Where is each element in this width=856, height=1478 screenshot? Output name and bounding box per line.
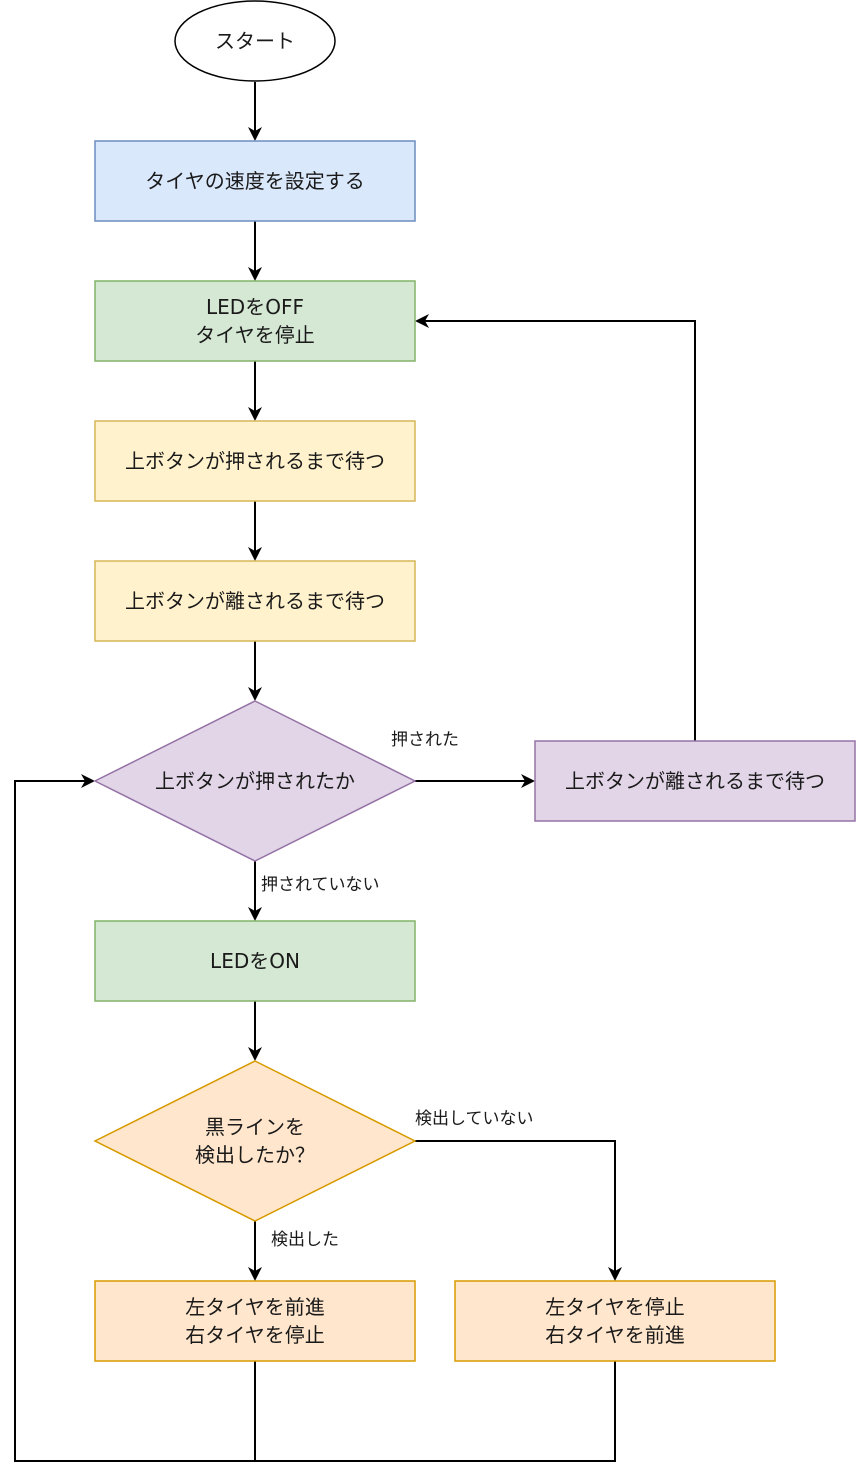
- left-stop-label: 左タイヤを停止 右タイヤを前進: [545, 1295, 685, 1347]
- edge-loop-back-to-led-off: [415, 314, 696, 741]
- wait-release-node: [94, 560, 416, 642]
- led-off-node: [94, 280, 416, 362]
- set-speed-node: [94, 140, 416, 222]
- led-on-label: LEDをON: [210, 949, 300, 973]
- check-pressed-label: 上ボタンが押されたか: [155, 769, 355, 793]
- led-off-label: LEDをOFF タイヤを停止: [195, 295, 315, 347]
- edge-label-pressed: 押された: [391, 730, 459, 750]
- wait-press-node: [94, 420, 416, 502]
- wait-press-label: 上ボタンが押されるまで待つ: [125, 449, 385, 473]
- wait-release-2-node: [534, 740, 856, 822]
- left-forward-label: 左タイヤを前進 右タイヤを停止: [185, 1295, 325, 1347]
- start-node: [174, 0, 336, 82]
- left-stop-node: [454, 1280, 776, 1362]
- check-line-node: [93, 1060, 417, 1222]
- edge-left-stop-loop: [255, 1361, 616, 1462]
- edge-label-not-detected: 検出していない: [415, 1109, 534, 1129]
- wait-release-label: 上ボタンが離されるまで待つ: [125, 589, 385, 613]
- edge-label-not-pressed: 押されていない: [261, 875, 380, 895]
- led-on-node: [94, 920, 416, 1002]
- set-speed-label: タイヤの速度を設定する: [145, 169, 365, 193]
- check-pressed-node: [93, 700, 417, 862]
- start-label: スタート: [215, 29, 295, 53]
- edge-check-line-not-detected: [415, 1140, 622, 1281]
- wait-release-2-label: 上ボタンが離されるまで待つ: [565, 769, 825, 793]
- edge-label-detected: 検出した: [271, 1230, 339, 1250]
- check-line-label: 黒ラインを 検出したか？: [195, 1115, 315, 1167]
- edge-left-forward-loop: [14, 774, 256, 1462]
- left-forward-node: [94, 1280, 416, 1362]
